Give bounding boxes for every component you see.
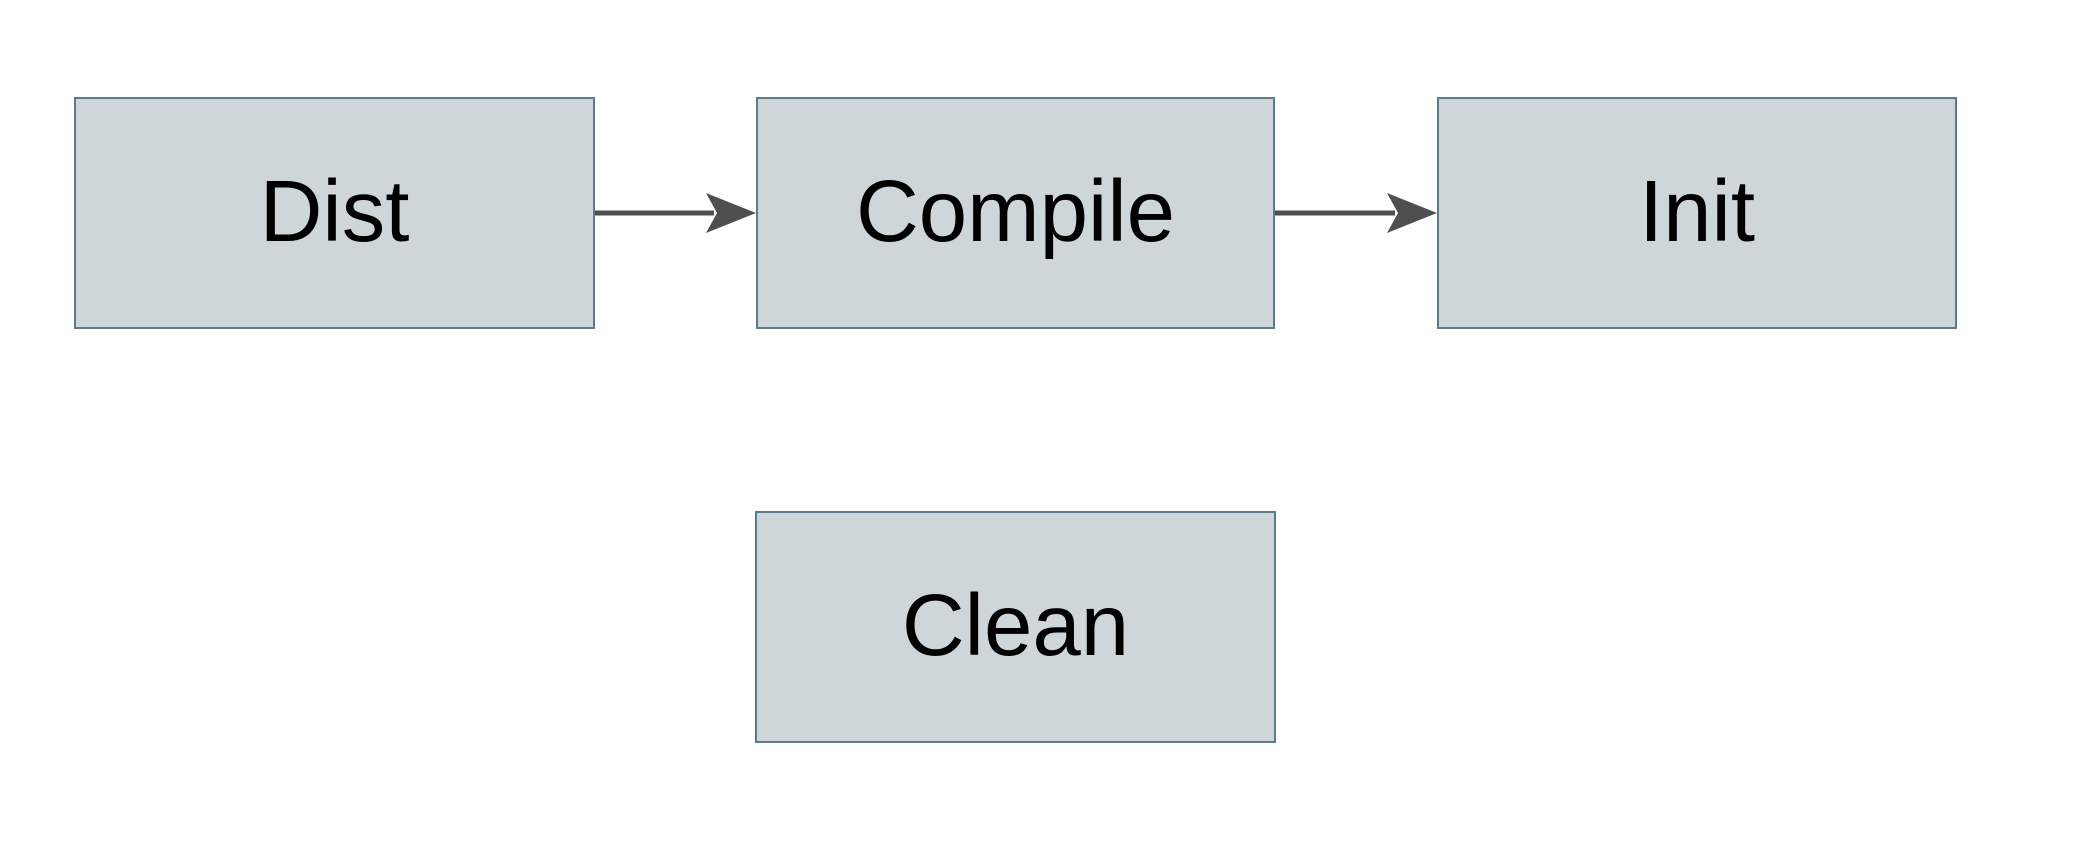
arrowhead-icon [1387,193,1437,233]
edge-compile-to-init[interactable] [1275,193,1437,233]
node-init[interactable]: Init [1437,97,1957,329]
node-init-label: Init [1638,162,1756,260]
edge-dist-to-compile[interactable] [595,193,756,233]
node-dist-label: Dist [259,162,410,260]
node-dist[interactable]: Dist [74,97,595,329]
node-compile[interactable]: Compile [756,97,1275,329]
arrowhead-icon [706,193,756,233]
node-clean[interactable]: Clean [755,511,1276,743]
node-clean-label: Clean [901,576,1130,674]
node-compile-label: Compile [855,162,1176,260]
